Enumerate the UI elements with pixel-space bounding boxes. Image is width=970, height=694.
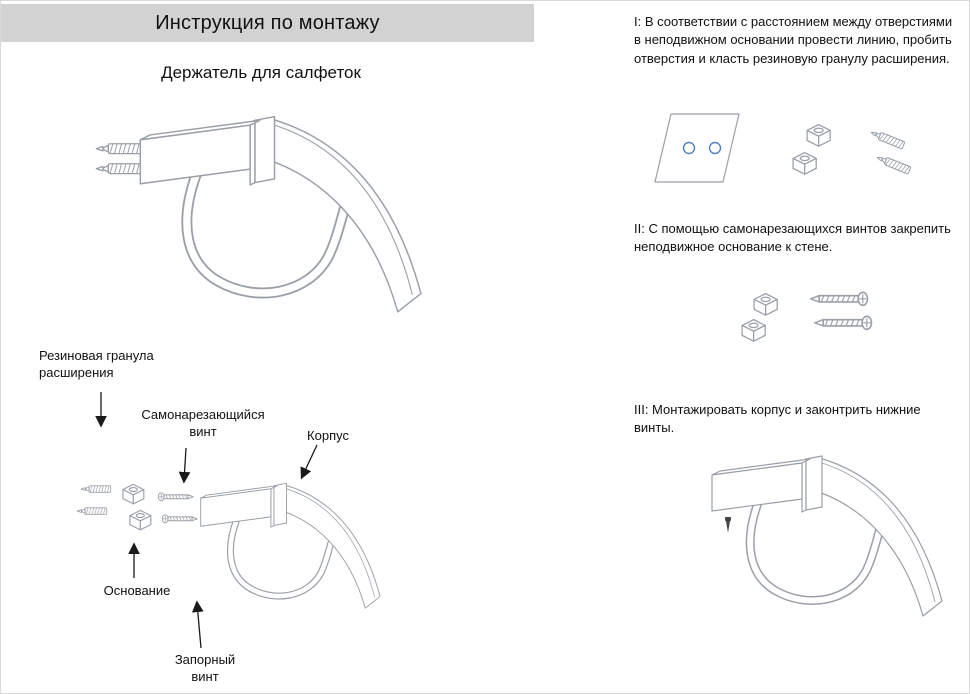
label-rubber-granule: Резиновая гранула расширения [39, 348, 154, 380]
napkin-holder-illustration [140, 117, 421, 312]
step2-instruction: II: С помощью самонарезающихся винтов за… [634, 221, 951, 255]
drill-hole-marker [708, 141, 722, 155]
wall-anchor-illustration [869, 128, 906, 150]
base-block-illustration [792, 151, 817, 175]
drill-hole-marker [682, 141, 696, 155]
step1-instruction: I: В соответствии с расстоянием между от… [634, 14, 953, 66]
label-base: Основание [103, 583, 171, 598]
step1-illustration [654, 113, 912, 183]
step3-instruction: III: Монтажировать корпус и законтрить н… [634, 402, 921, 436]
assembled-holder-illustration [712, 456, 942, 616]
wall-anchor-illustration [80, 485, 112, 493]
base-block-illustration [122, 483, 145, 505]
label-body: Корпус [307, 428, 349, 443]
self-tapping-screw-illustration [810, 291, 869, 307]
wall-anchor-illustration [875, 153, 912, 175]
self-tapping-screw-illustration [157, 492, 194, 502]
wall-anchor-illustration [76, 507, 108, 515]
step2-illustration [741, 291, 873, 342]
base-block-illustration [741, 318, 766, 342]
lower-locking-screw-illustration [725, 517, 731, 533]
self-tapping-screw-illustration [814, 315, 873, 331]
base-block-illustration [806, 123, 831, 147]
product-name: Держатель для салфеток [161, 63, 361, 82]
label-self-tapping-screw: Самонарезающийся винт [141, 407, 265, 439]
header-bar: Инструкция по монтажу [1, 4, 534, 42]
self-tapping-screw-illustration [161, 514, 198, 524]
step3-illustration [681, 421, 961, 681]
wall-anchor-illustration [95, 143, 143, 155]
base-block-illustration [129, 509, 152, 531]
product-overview-drawing [95, 101, 441, 331]
page-title: Инструкция по монтажу [155, 11, 380, 34]
holder-body-illustration [201, 483, 380, 608]
wall-plate-illustration [654, 113, 740, 183]
wall-anchor-illustration [95, 163, 143, 175]
exploded-view-drawing [76, 466, 481, 641]
base-block-illustration [753, 292, 778, 316]
label-locking-screw: Запорный винт [174, 652, 236, 684]
